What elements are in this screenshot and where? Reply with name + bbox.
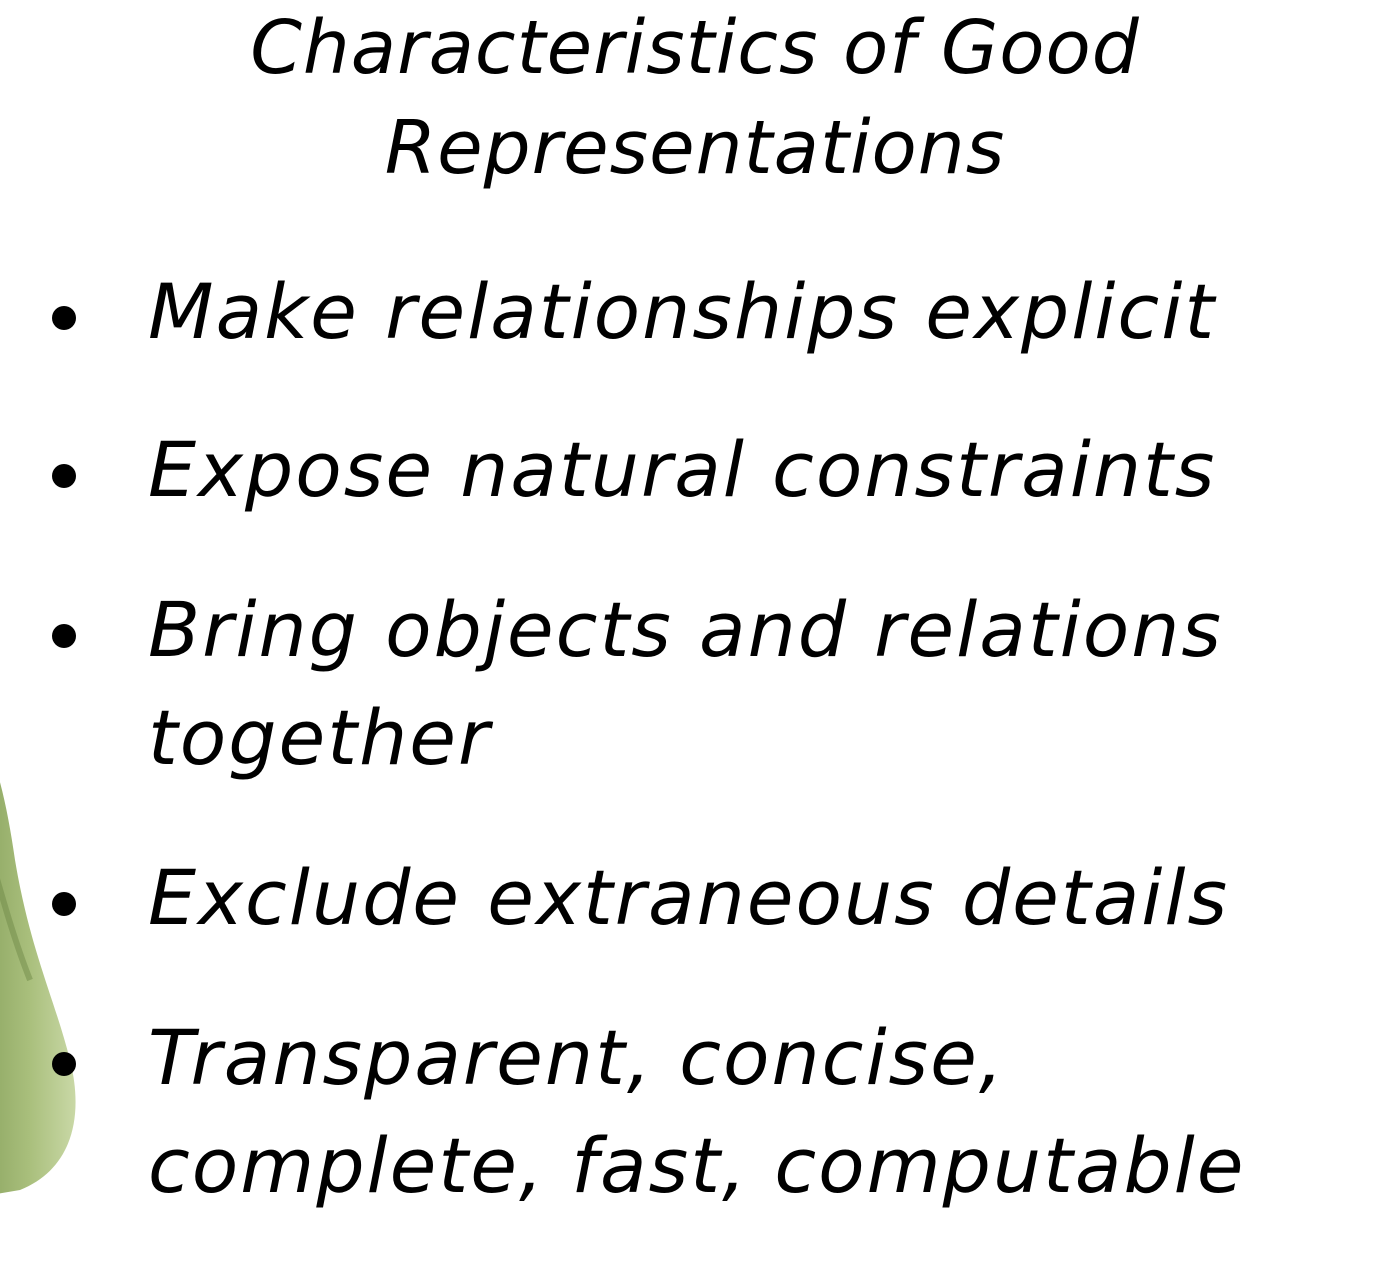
bullet-text: Make relationships explicit [148, 258, 1383, 366]
bullet-text-line: Make relationships explicit [148, 267, 1217, 356]
bullet-dot [52, 464, 76, 488]
bullet-text: Bring objects and relations together [148, 576, 1383, 792]
bullet-text: Expose natural constraints [148, 416, 1383, 524]
slide-title-line-1: Characteristics of Good [250, 5, 1140, 91]
bullet-text: Transparent, concise, complete, fast, co… [148, 1004, 1383, 1220]
bullet-dot [52, 306, 76, 330]
slide-title: Characteristics of Good Representations [0, 0, 1390, 198]
bullet-text-line: complete, fast, computable [148, 1121, 1246, 1210]
bullet-text-line: Bring objects and relations [148, 585, 1224, 674]
bullet-dot [52, 892, 76, 916]
bullet-text-line: Expose natural constraints [148, 425, 1217, 514]
bullet-text: Exclude extraneous details [148, 844, 1383, 952]
bullet-text-line: Exclude extraneous details [148, 853, 1230, 942]
presenter-figure [0, 782, 76, 1194]
bullet-text-line: Transparent, concise, [148, 1013, 1006, 1102]
bullet-dot [52, 624, 76, 648]
bullet-dot [52, 1052, 76, 1076]
bullet-text-line: together [148, 693, 492, 782]
slide-title-line-2: Representations [384, 105, 1006, 191]
